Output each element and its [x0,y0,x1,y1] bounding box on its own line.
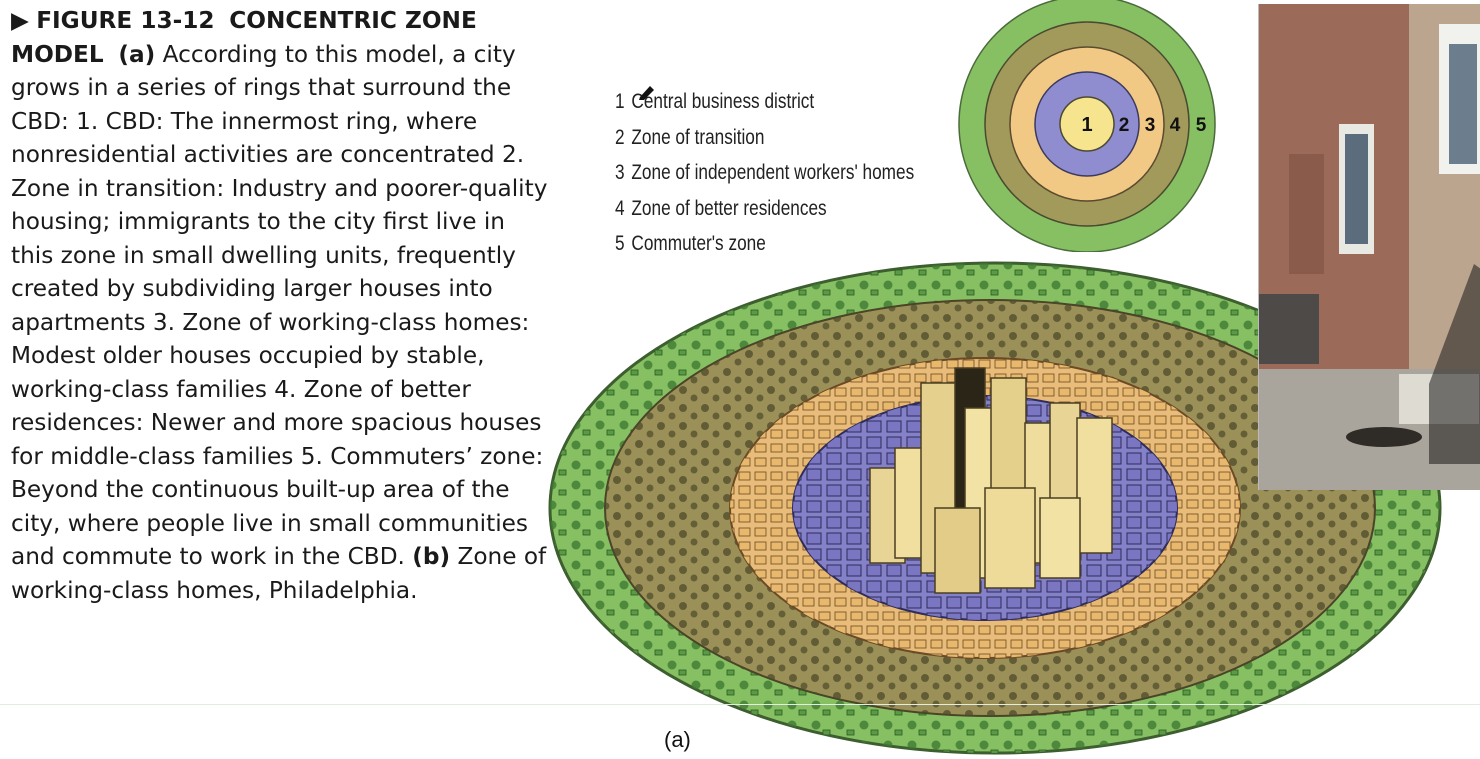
concentric-rings-diagram: 1 2 3 4 5 [958,0,1216,252]
part-a-label: (a) [664,727,691,752]
philadelphia-rowhouses-photo [1258,4,1480,490]
pencil-cursor-icon [639,86,654,100]
caption-part-b: Zone of working-class homes, Philadelphi… [11,543,547,604]
part-a-marker: (a) [118,40,156,68]
ring-label: 5 [1196,115,1207,136]
part-b-marker: (b) [412,543,451,570]
city-illustration [548,261,1442,755]
ring-label: 3 [1145,115,1156,136]
cbd-skyscrapers [869,367,1113,594]
figure-label: FIGURE 13-12 [36,7,215,34]
figure-caption: ▶ FIGURE 13-12 CONCENTRIC ZONE MODEL (a)… [11,4,551,607]
caption-body: According to this model, a city grows in… [11,40,548,571]
figure-title: CONCENTRIC ZONE MODEL [11,7,477,68]
ring-label: 4 [1170,115,1181,136]
ring-label: 2 [1119,115,1130,136]
section-divider [0,704,1480,705]
figure-marker: ▶ [11,7,29,34]
ring-1 [1059,96,1115,152]
ring-label: 1 [1081,114,1092,136]
